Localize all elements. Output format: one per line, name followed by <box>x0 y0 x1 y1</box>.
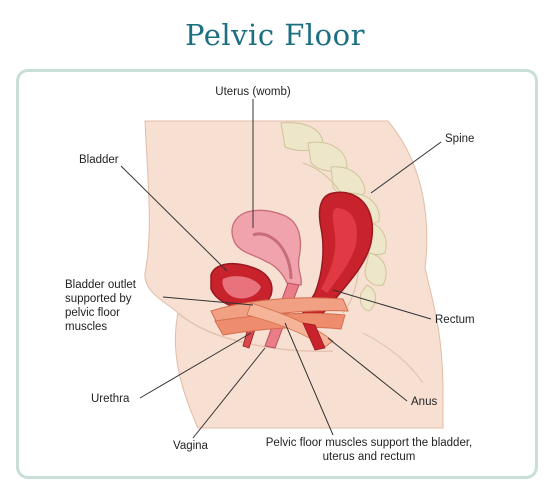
leader-lines <box>120 99 442 439</box>
pelvic-floor-diagram: Uterus (womb) Spine Bladder Bladder outl… <box>65 86 475 463</box>
anus-canal <box>302 322 326 351</box>
label-bladder-outlet-line3: pelvic floor <box>65 307 120 319</box>
label-pelvic-floor-line2: uterus and rectum <box>323 451 416 463</box>
label-uterus: Uterus (womb) <box>215 86 291 98</box>
diagram-frame: Uterus (womb) Spine Bladder Bladder outl… <box>16 69 538 479</box>
label-anus: Anus <box>411 396 437 408</box>
label-bladder-outlet-line4: muscles <box>65 321 107 333</box>
label-bladder-outlet-line1: Bladder outlet <box>65 279 137 291</box>
label-rectum: Rectum <box>435 314 475 326</box>
label-pelvic-floor-line1: Pelvic floor muscles support the bladder… <box>266 437 472 449</box>
label-vagina: Vagina <box>173 440 209 452</box>
bladder <box>210 262 273 311</box>
label-bladder-outlet-line2: supported by <box>65 293 132 305</box>
label-urethra: Urethra <box>91 393 130 405</box>
label-spine: Spine <box>445 133 474 145</box>
page-title: Pelvic Floor <box>185 18 365 52</box>
label-bladder: Bladder <box>79 154 119 166</box>
